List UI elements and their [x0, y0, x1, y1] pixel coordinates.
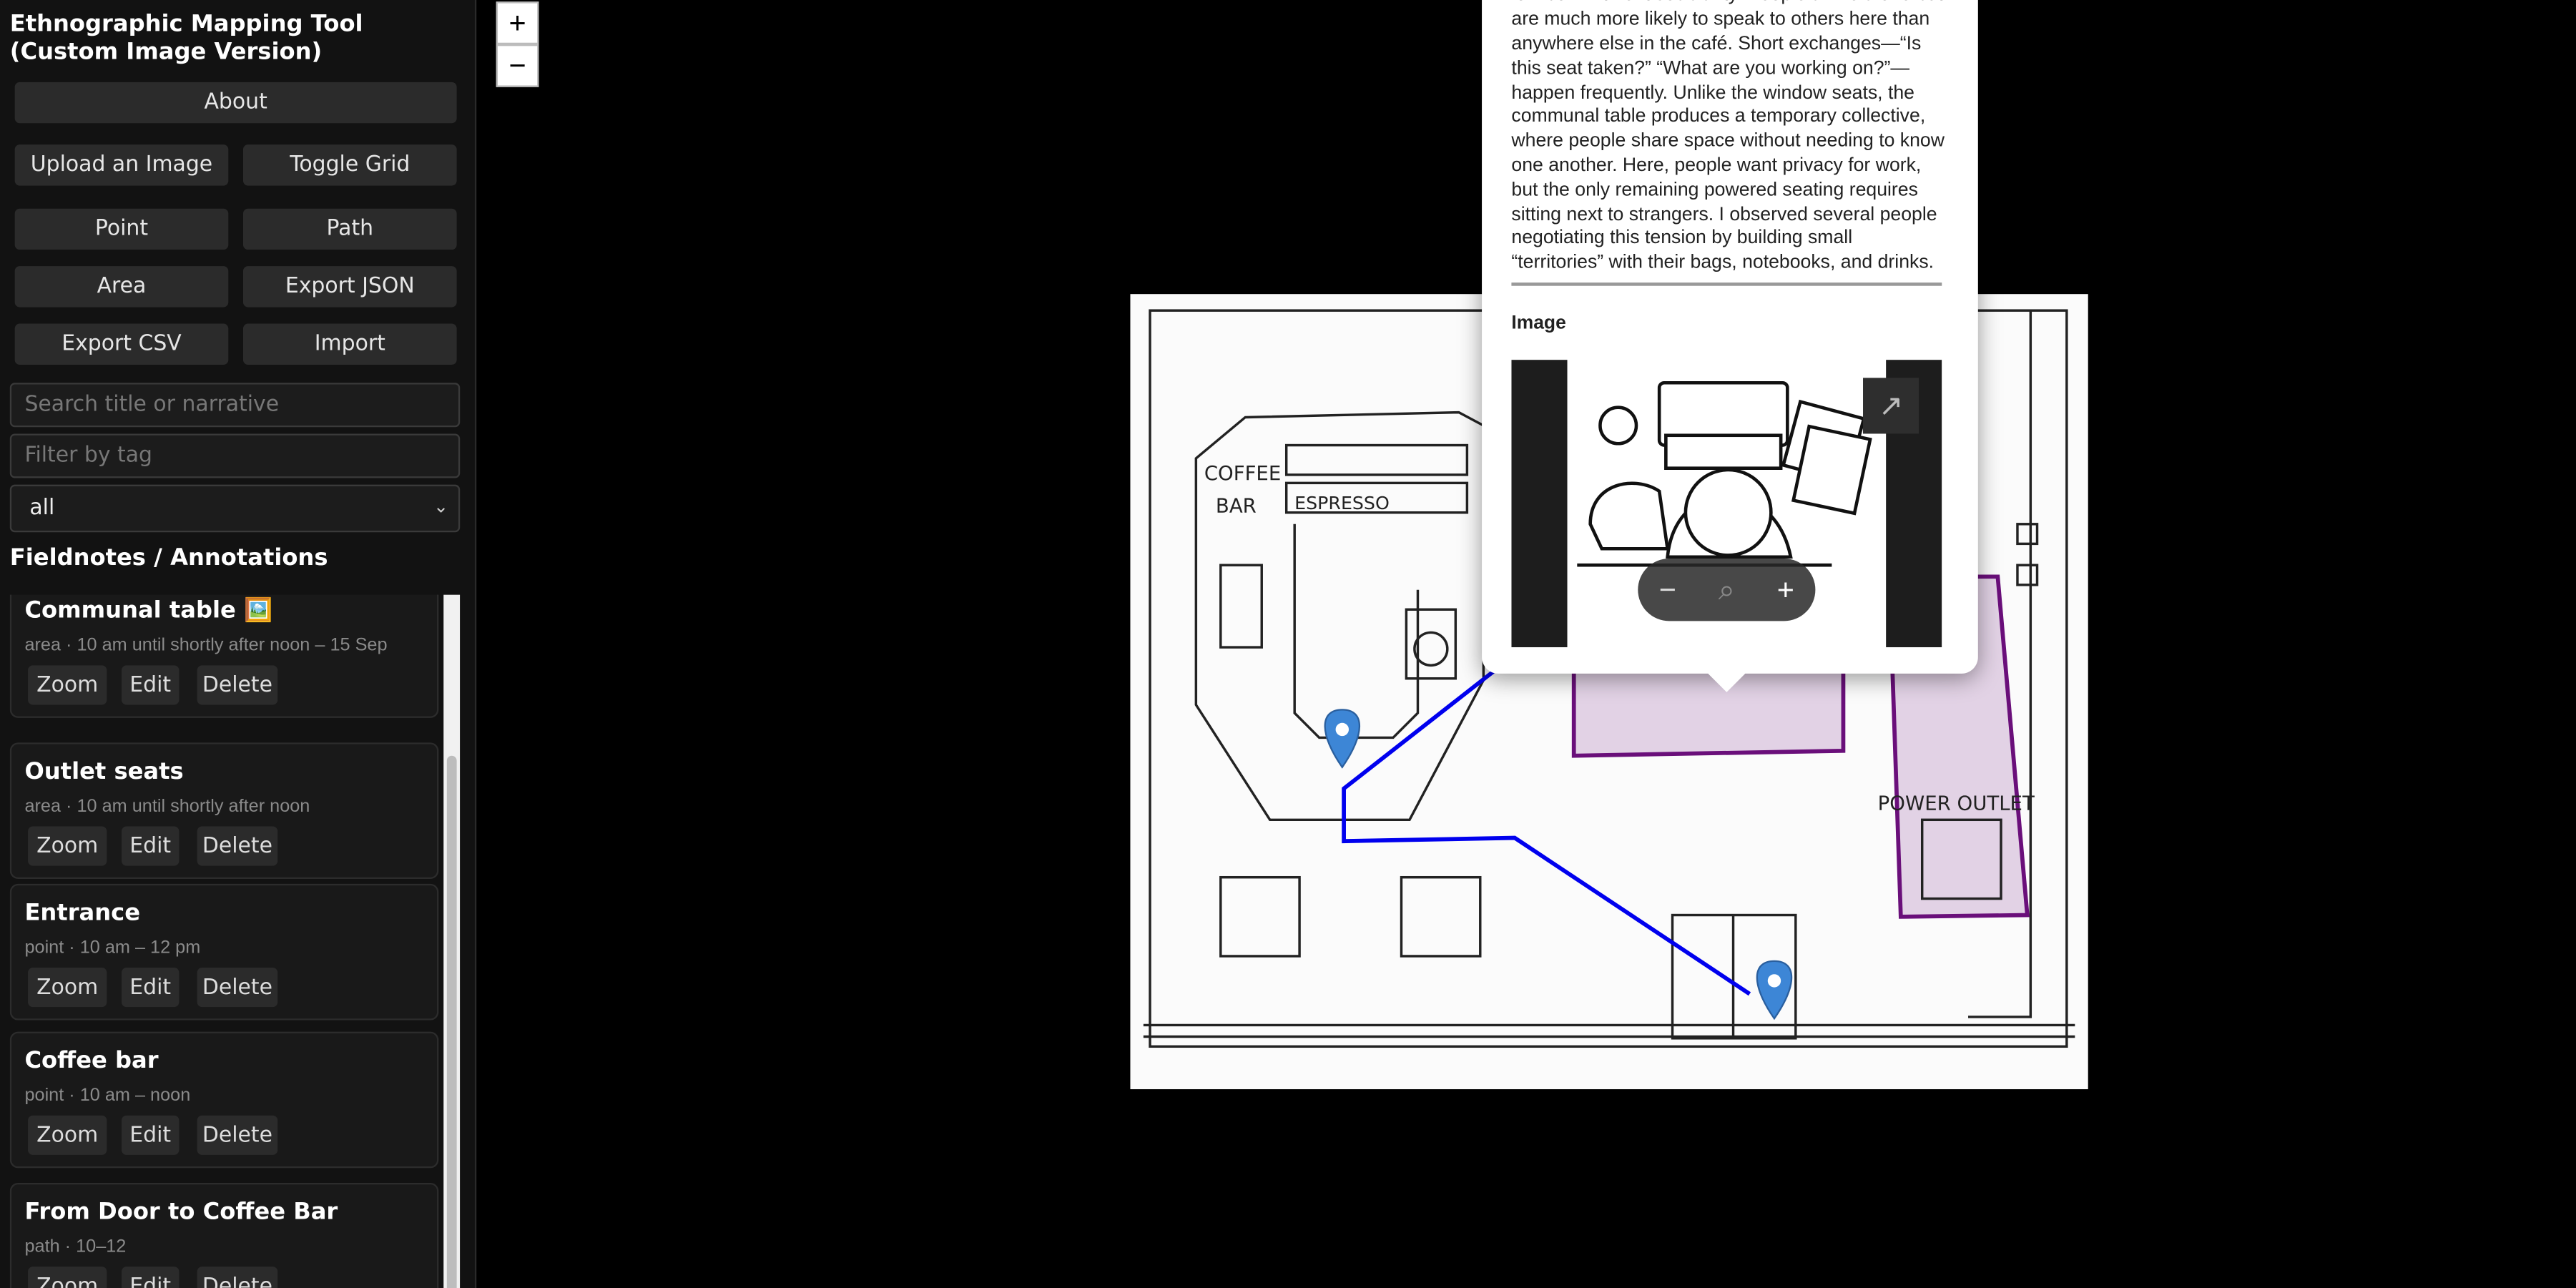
about-button[interactable]: About: [14, 82, 457, 124]
viewer-letterbox-left: [1511, 360, 1568, 648]
viewer-zoom-out-icon[interactable]: −: [1658, 572, 1676, 606]
edit-button[interactable]: Edit: [121, 826, 180, 866]
divider: [1511, 282, 1942, 286]
edit-button[interactable]: Edit: [121, 1115, 180, 1155]
annotation-card[interactable]: Outlet seats area · 10 am until shortly …: [9, 742, 439, 879]
path-door-to-coffee-bar[interactable]: [1342, 668, 1751, 996]
point-tool-button[interactable]: Point: [14, 208, 229, 250]
annotation-meta: point · 10 am – 12 pm: [24, 938, 201, 958]
annotation-card[interactable]: Communal table 🖼️ area · 10 am until sho…: [9, 594, 439, 718]
type-filter-select[interactable]: all ⌄: [9, 484, 461, 533]
scrollbar[interactable]: [443, 594, 461, 1288]
popup-body: low-commitment sociability. People arriv…: [1482, 0, 1978, 674]
area-tool-button[interactable]: Area: [14, 266, 229, 308]
list-heading: Fieldnotes / Annotations: [9, 545, 328, 572]
annotation-meta: area · 10 am until shortly after noon: [24, 797, 310, 817]
annotation-list[interactable]: Communal table 🖼️ area · 10 am until sho…: [9, 594, 461, 1288]
import-button[interactable]: Import: [242, 323, 457, 365]
path-tool-button[interactable]: Path: [242, 208, 457, 250]
edit-button[interactable]: Edit: [121, 665, 180, 705]
map-zoom-out-button[interactable]: −: [496, 44, 539, 87]
annotation-popup: low-commitment sociability. People arriv…: [1482, 0, 1978, 692]
image-viewer[interactable]: ↗ − ⌕ +: [1511, 360, 1942, 648]
attached-image: [1577, 380, 1872, 567]
bar-label: BAR: [1216, 495, 1257, 518]
power-outlet-label: POWER OUTLET: [1878, 792, 2035, 815]
export-json-button[interactable]: Export JSON: [242, 266, 457, 308]
annotation-title: Coffee bar: [24, 1048, 159, 1075]
zoom-button[interactable]: Zoom: [28, 665, 107, 705]
annotation-title: Communal table 🖼️: [24, 598, 273, 624]
annotation-title: From Door to Coffee Bar: [24, 1199, 338, 1226]
floor-plan-sketch: COFFEE BAR ESPRESSO POWER OUTLET: [1143, 309, 2075, 1048]
marker-entrance[interactable]: [1756, 960, 1793, 1021]
app-title: Ethnographic Mapping Tool (Custom Image …: [9, 11, 363, 66]
search-input[interactable]: Search title or narrative: [9, 383, 461, 428]
open-external-icon[interactable]: ↗: [1863, 378, 1919, 434]
zoom-button[interactable]: Zoom: [28, 1115, 107, 1155]
annotation-title: Entrance: [24, 900, 141, 927]
viewer-zoom-reset-icon[interactable]: ⌕: [1718, 572, 1735, 606]
annotation-title: Outlet seats: [24, 759, 184, 786]
sidebar: Ethnographic Mapping Tool (Custom Image …: [0, 0, 477, 1288]
zoom-button[interactable]: Zoom: [28, 826, 107, 866]
annotation-card[interactable]: Entrance point · 10 am – 12 pm Zoom Edit…: [9, 883, 439, 1021]
viewer-zoom-in-icon[interactable]: +: [1776, 572, 1794, 606]
tag-filter-input[interactable]: Filter by tag: [9, 433, 461, 478]
type-filter-value: all: [29, 496, 55, 521]
annotation-meta: path · 10–12: [24, 1237, 127, 1257]
viewer-zoom-controls: − ⌕ +: [1638, 559, 1816, 621]
coffee-label: COFFEE: [1204, 462, 1281, 485]
marker-coffee-bar[interactable]: [1324, 709, 1361, 769]
scrollbar-thumb[interactable]: [446, 755, 457, 1288]
chevron-down-icon: ⌄: [433, 496, 449, 518]
annotation-meta: point · 10 am – noon: [24, 1086, 191, 1106]
map-zoom-in-button[interactable]: +: [496, 1, 539, 45]
delete-button[interactable]: Delete: [197, 665, 278, 705]
export-csv-button[interactable]: Export CSV: [14, 323, 229, 365]
image-section-label: Image: [1511, 313, 1566, 334]
edit-button[interactable]: Edit: [121, 968, 180, 1008]
toggle-grid-button[interactable]: Toggle Grid: [242, 144, 457, 186]
delete-button[interactable]: Delete: [197, 826, 278, 866]
annotation-card[interactable]: Coffee bar point · 10 am – noon Zoom Edi…: [9, 1031, 439, 1169]
delete-button[interactable]: Delete: [197, 1115, 278, 1155]
espresso-label: ESPRESSO: [1294, 493, 1390, 513]
annotation-card[interactable]: From Door to Coffee Bar path · 10–12 Zoo…: [9, 1182, 439, 1288]
upload-image-button[interactable]: Upload an Image: [14, 144, 229, 186]
zoom-button[interactable]: Zoom: [28, 968, 107, 1008]
popup-narrative: low-commitment sociability. People arriv…: [1511, 0, 1945, 273]
annotation-meta: area · 10 am until shortly after noon – …: [24, 636, 388, 656]
delete-button[interactable]: Delete: [197, 968, 278, 1008]
zoom-button[interactable]: Zoom: [28, 1267, 107, 1288]
edit-button[interactable]: Edit: [121, 1267, 180, 1288]
delete-button[interactable]: Delete: [197, 1267, 278, 1288]
